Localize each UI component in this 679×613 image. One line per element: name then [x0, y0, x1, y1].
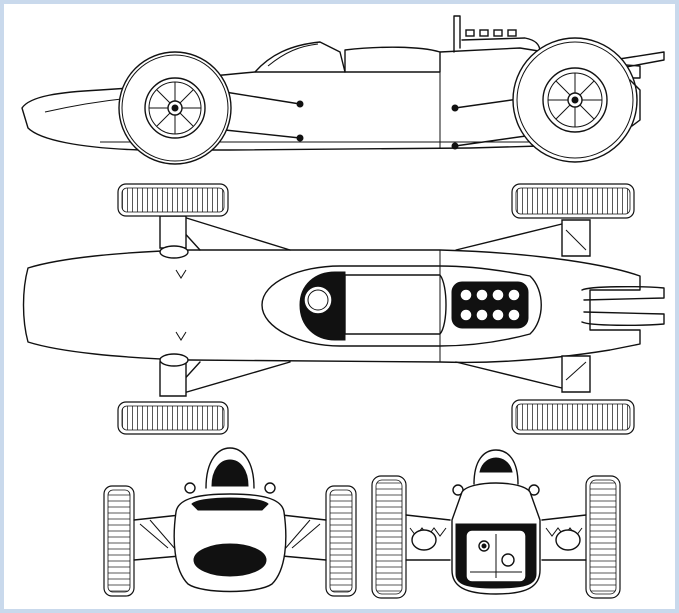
top-rear-left-tyre — [511, 183, 635, 219]
top-front-left-tyre — [117, 183, 229, 217]
rear-view-rollbar — [473, 449, 519, 485]
side-rollbar — [453, 15, 461, 53]
top-cockpit-surround — [261, 265, 542, 347]
top-view — [22, 183, 665, 435]
top-headrest — [344, 274, 447, 335]
top-rear-right-tyre — [511, 399, 635, 435]
top-front-right-tyre — [117, 401, 229, 435]
rear-view-left-tyre — [371, 475, 407, 599]
rear-view-right-tyre — [585, 475, 621, 599]
front-view-wishbones — [133, 514, 327, 561]
top-engine-intakes — [451, 281, 529, 329]
front-view — [103, 447, 357, 597]
side-rear-wheel — [512, 37, 638, 163]
top-rear-suspension — [455, 219, 591, 393]
top-exhausts — [581, 285, 665, 327]
front-view-right-tyre — [325, 485, 357, 597]
side-windscreen — [254, 41, 346, 73]
side-exhaust — [599, 51, 665, 71]
side-suspension — [224, 91, 541, 150]
side-headrest — [344, 46, 441, 73]
front-view-rollbar — [205, 447, 255, 489]
side-front-wheel — [118, 51, 232, 165]
front-view-air-intake — [193, 543, 267, 577]
side-view — [21, 15, 665, 165]
front-view-left-tyre — [103, 485, 135, 597]
top-front-suspension — [159, 215, 291, 397]
rear-view-suspension — [405, 514, 587, 561]
rear-view — [371, 449, 621, 599]
